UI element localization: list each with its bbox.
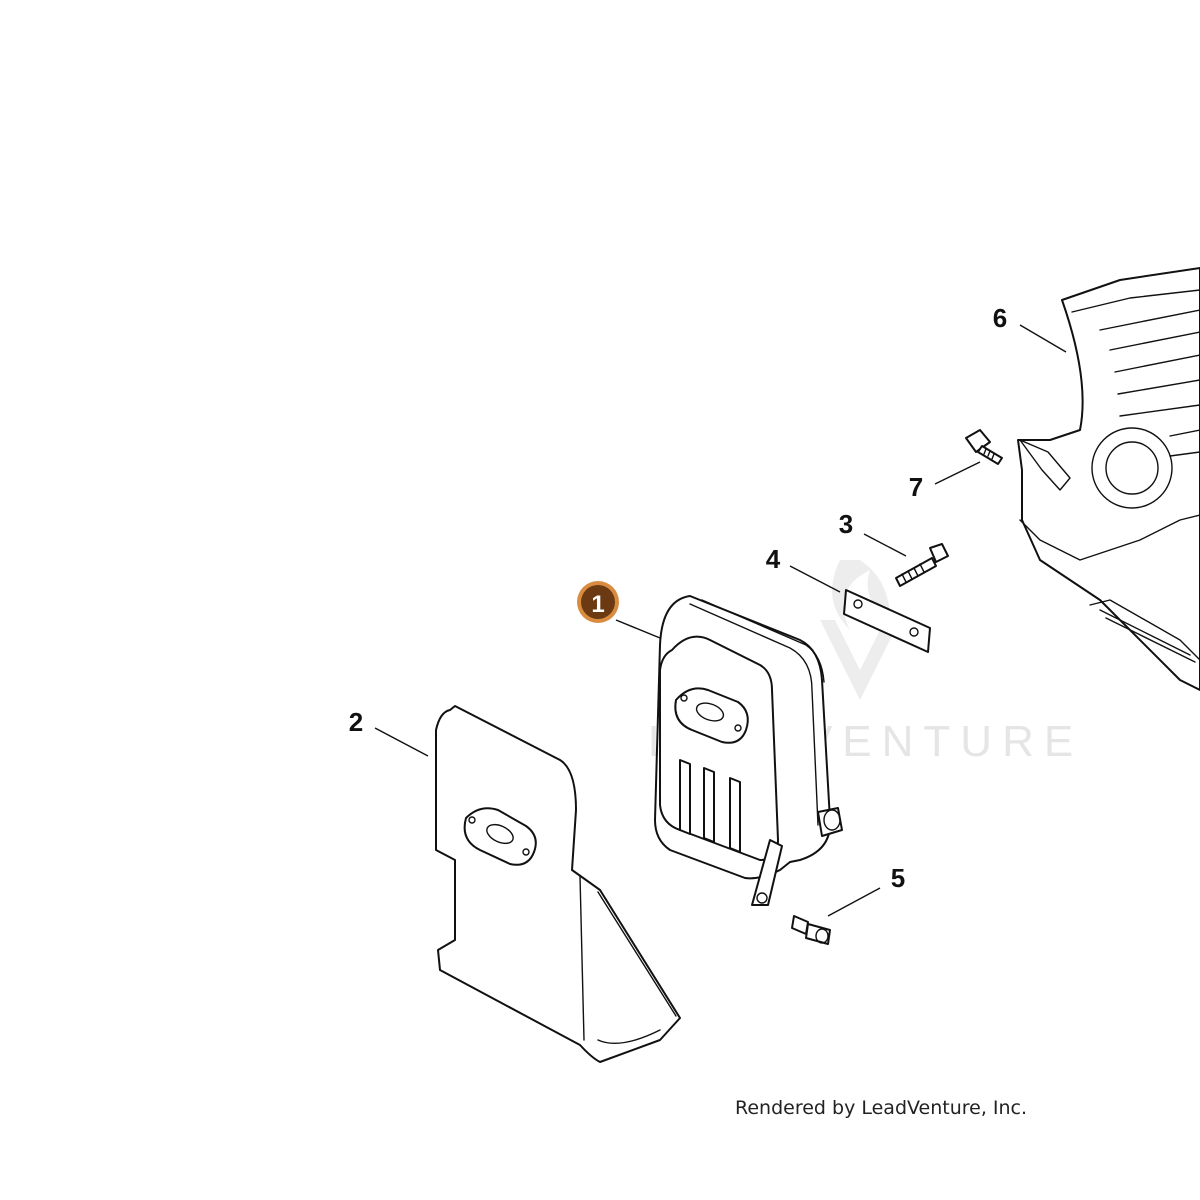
part-6-housing[interactable]	[1017, 267, 1200, 691]
callout-5-label[interactable]: 5	[891, 863, 905, 893]
part-4-plate[interactable]	[843, 589, 931, 653]
callout-2-label[interactable]: 2	[349, 707, 363, 737]
part-3-bolt[interactable]	[895, 543, 949, 587]
part-1-muffler[interactable]	[654, 595, 843, 906]
part-2-heat-shield[interactable]	[435, 705, 681, 1063]
part-7-bolt[interactable]	[965, 429, 1003, 465]
callout-7-label[interactable]: 7	[909, 472, 923, 502]
callout-4-label[interactable]: 4	[766, 544, 781, 574]
leader-lines	[374, 324, 1067, 917]
callout-1[interactable]: 1	[577, 581, 619, 623]
callout-1-label: 1	[591, 591, 604, 618]
footer-credit: Rendered by LeadVenture, Inc.	[735, 1097, 1028, 1119]
part-5-screw[interactable]	[791, 915, 831, 945]
callout-6-label[interactable]: 6	[993, 303, 1007, 333]
callout-3-label[interactable]: 3	[839, 509, 853, 539]
